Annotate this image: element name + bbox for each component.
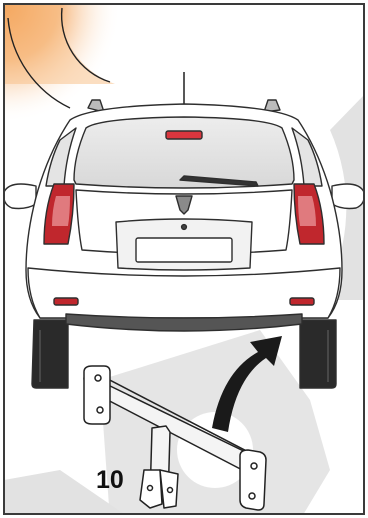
tire-right — [300, 320, 336, 388]
bolt-hole-right-bottom — [249, 493, 255, 499]
reflector-left — [54, 298, 78, 305]
step-number: 10 — [96, 466, 124, 494]
rear-bumper — [28, 268, 340, 318]
rear-camera — [182, 225, 187, 230]
reflector-right — [290, 298, 314, 305]
brake-light — [166, 131, 202, 139]
bolt-hole-left-top — [95, 375, 101, 381]
bolt-hole-left-bottom — [97, 407, 103, 413]
tire-left — [32, 320, 68, 388]
license-plate — [136, 238, 232, 262]
mount-plate-right — [240, 450, 266, 510]
bolt-hole-right-top — [251, 463, 257, 469]
mirror-right — [332, 184, 364, 209]
mirror-left — [4, 184, 36, 209]
hitch-hole-1 — [148, 486, 153, 491]
hitch-hole-2 — [168, 488, 173, 493]
